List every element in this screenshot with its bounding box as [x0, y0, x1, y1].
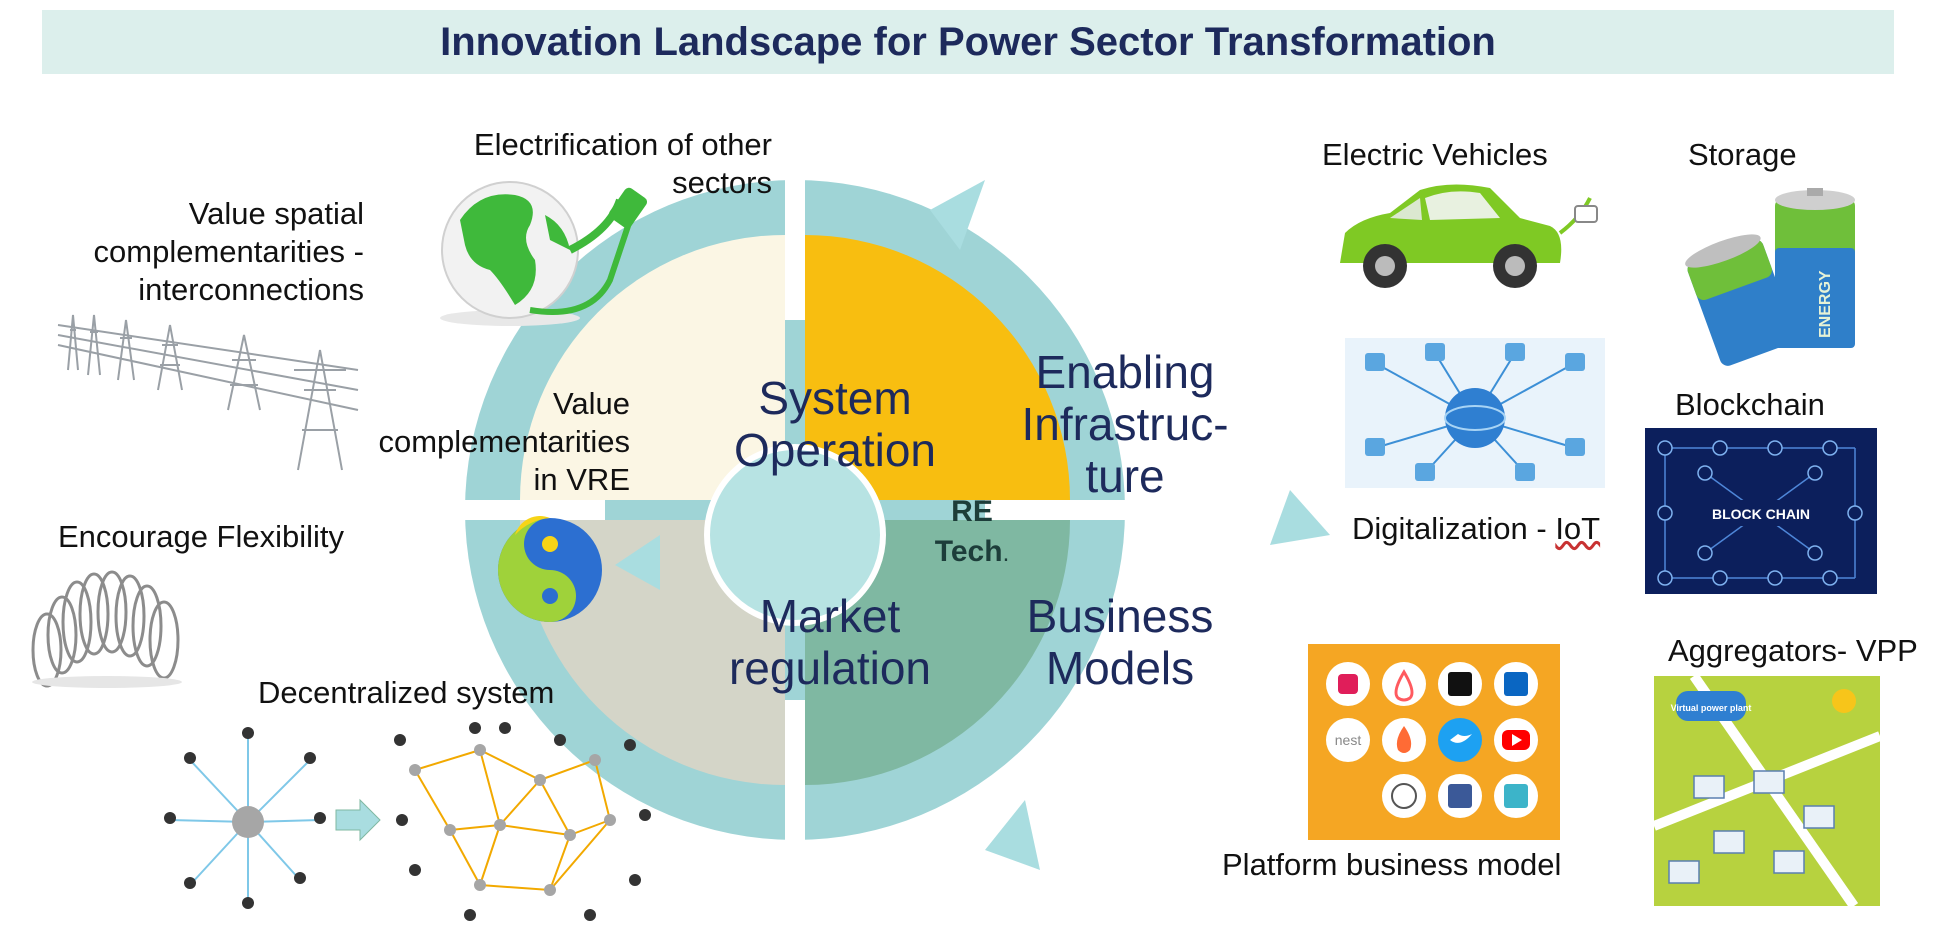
- business-models-line2: Models: [1045, 642, 1195, 694]
- battery-image: ENERGY: [1685, 188, 1855, 366]
- transmission-towers-image: [57, 314, 359, 471]
- center-line2: Tech.: [897, 532, 1047, 574]
- enabling-line2: Infrastruc-: [1021, 398, 1229, 450]
- value-spatial-line2: complementarities -: [93, 234, 364, 269]
- electrification-line1: Electrification of other: [473, 127, 772, 162]
- arrow-head-top: [930, 180, 985, 250]
- center-dot: .: [1002, 540, 1010, 567]
- iot-network-image: [1345, 338, 1605, 488]
- center-label: RE Tech.: [897, 492, 1047, 574]
- decentralized-network-image: [164, 722, 651, 921]
- arrow-head-right: [1270, 490, 1330, 545]
- ring-gap-right: [985, 500, 1135, 520]
- value-spatial-line3: interconnections: [138, 272, 364, 307]
- label-aggregators: Aggregators- VPP: [1668, 633, 1918, 668]
- label-blockchain: Blockchain: [1675, 387, 1825, 422]
- yin-yang-icon: [498, 516, 602, 622]
- label-enabling-infrastructure: Enabling Infrastruc- ture: [995, 346, 1255, 502]
- electric-car-image: [1340, 184, 1598, 288]
- label-business-models: Business Models: [990, 590, 1250, 694]
- ring-gap-left: [455, 500, 605, 520]
- title-banner: [42, 10, 1894, 74]
- quadrant-business-models: [805, 520, 1070, 785]
- globe-plug-image: [440, 181, 648, 326]
- label-flexibility: Encourage Flexibility: [58, 519, 345, 554]
- label-value-vre: Value complementarities in VRE: [350, 385, 630, 499]
- quadrant-enabling-infrastructure: [805, 235, 1070, 500]
- label-platform: Platform business model: [1222, 847, 1562, 882]
- slinky-image: [31, 570, 182, 688]
- iot-text: IoT: [1555, 511, 1601, 546]
- center-circle: [704, 444, 886, 626]
- arrow-head-left: [615, 535, 660, 590]
- enabling-line3: ture: [1085, 450, 1165, 502]
- value-vre-line2: complementarities: [378, 424, 630, 459]
- label-system-operation: System Operation: [705, 372, 965, 476]
- blockchain-banner-text: BLOCK CHAIN: [1712, 506, 1810, 522]
- label-electric-vehicles: Electric Vehicles: [1322, 137, 1548, 172]
- nest-text: nest: [1335, 732, 1362, 748]
- system-operation-line2: Operation: [733, 424, 936, 476]
- business-models-line1: Business: [1026, 590, 1214, 642]
- ring-gap-bottom: [785, 700, 805, 850]
- market-regulation-line1: Market: [759, 590, 901, 642]
- label-decentralized: Decentralized system: [258, 675, 555, 710]
- battery-energy-text: ENERGY: [1817, 270, 1834, 338]
- label-storage: Storage: [1688, 137, 1797, 172]
- label-value-spatial: Value spatial complementarities - interc…: [90, 195, 364, 309]
- label-market-regulation: Market regulation: [700, 590, 960, 694]
- value-vre-line3: in VRE: [533, 462, 630, 497]
- quadrant-system-operation: [520, 235, 785, 500]
- center-line1: RE: [951, 495, 993, 528]
- page-title: Innovation Landscape for Power Sector Tr…: [440, 20, 1496, 64]
- arrow-head-bottom: [985, 800, 1040, 870]
- electrification-line2: sectors: [672, 165, 772, 200]
- vpp-badge-text: Virtual power plant: [1671, 703, 1752, 713]
- platform-apps-image: nest: [1308, 644, 1560, 840]
- label-electrification: Electrification of other sectors: [410, 126, 772, 202]
- system-operation-line1: System: [758, 372, 912, 424]
- digitalization-text: Digitalization -: [1352, 511, 1556, 546]
- center-tech: Tech: [934, 535, 1003, 568]
- value-spatial-line1: Value spatial: [188, 196, 364, 231]
- enabling-line1: Enabling: [1035, 346, 1215, 398]
- blockchain-image: BLOCK CHAIN: [1645, 428, 1877, 594]
- vpp-image: Virtual power plant: [1652, 673, 1882, 909]
- ring-gap-top: [785, 170, 805, 320]
- label-digitalization: Digitalization - IoT: [1352, 510, 1652, 548]
- value-vre-line1: Value: [553, 386, 630, 421]
- market-regulation-line2: regulation: [728, 642, 932, 694]
